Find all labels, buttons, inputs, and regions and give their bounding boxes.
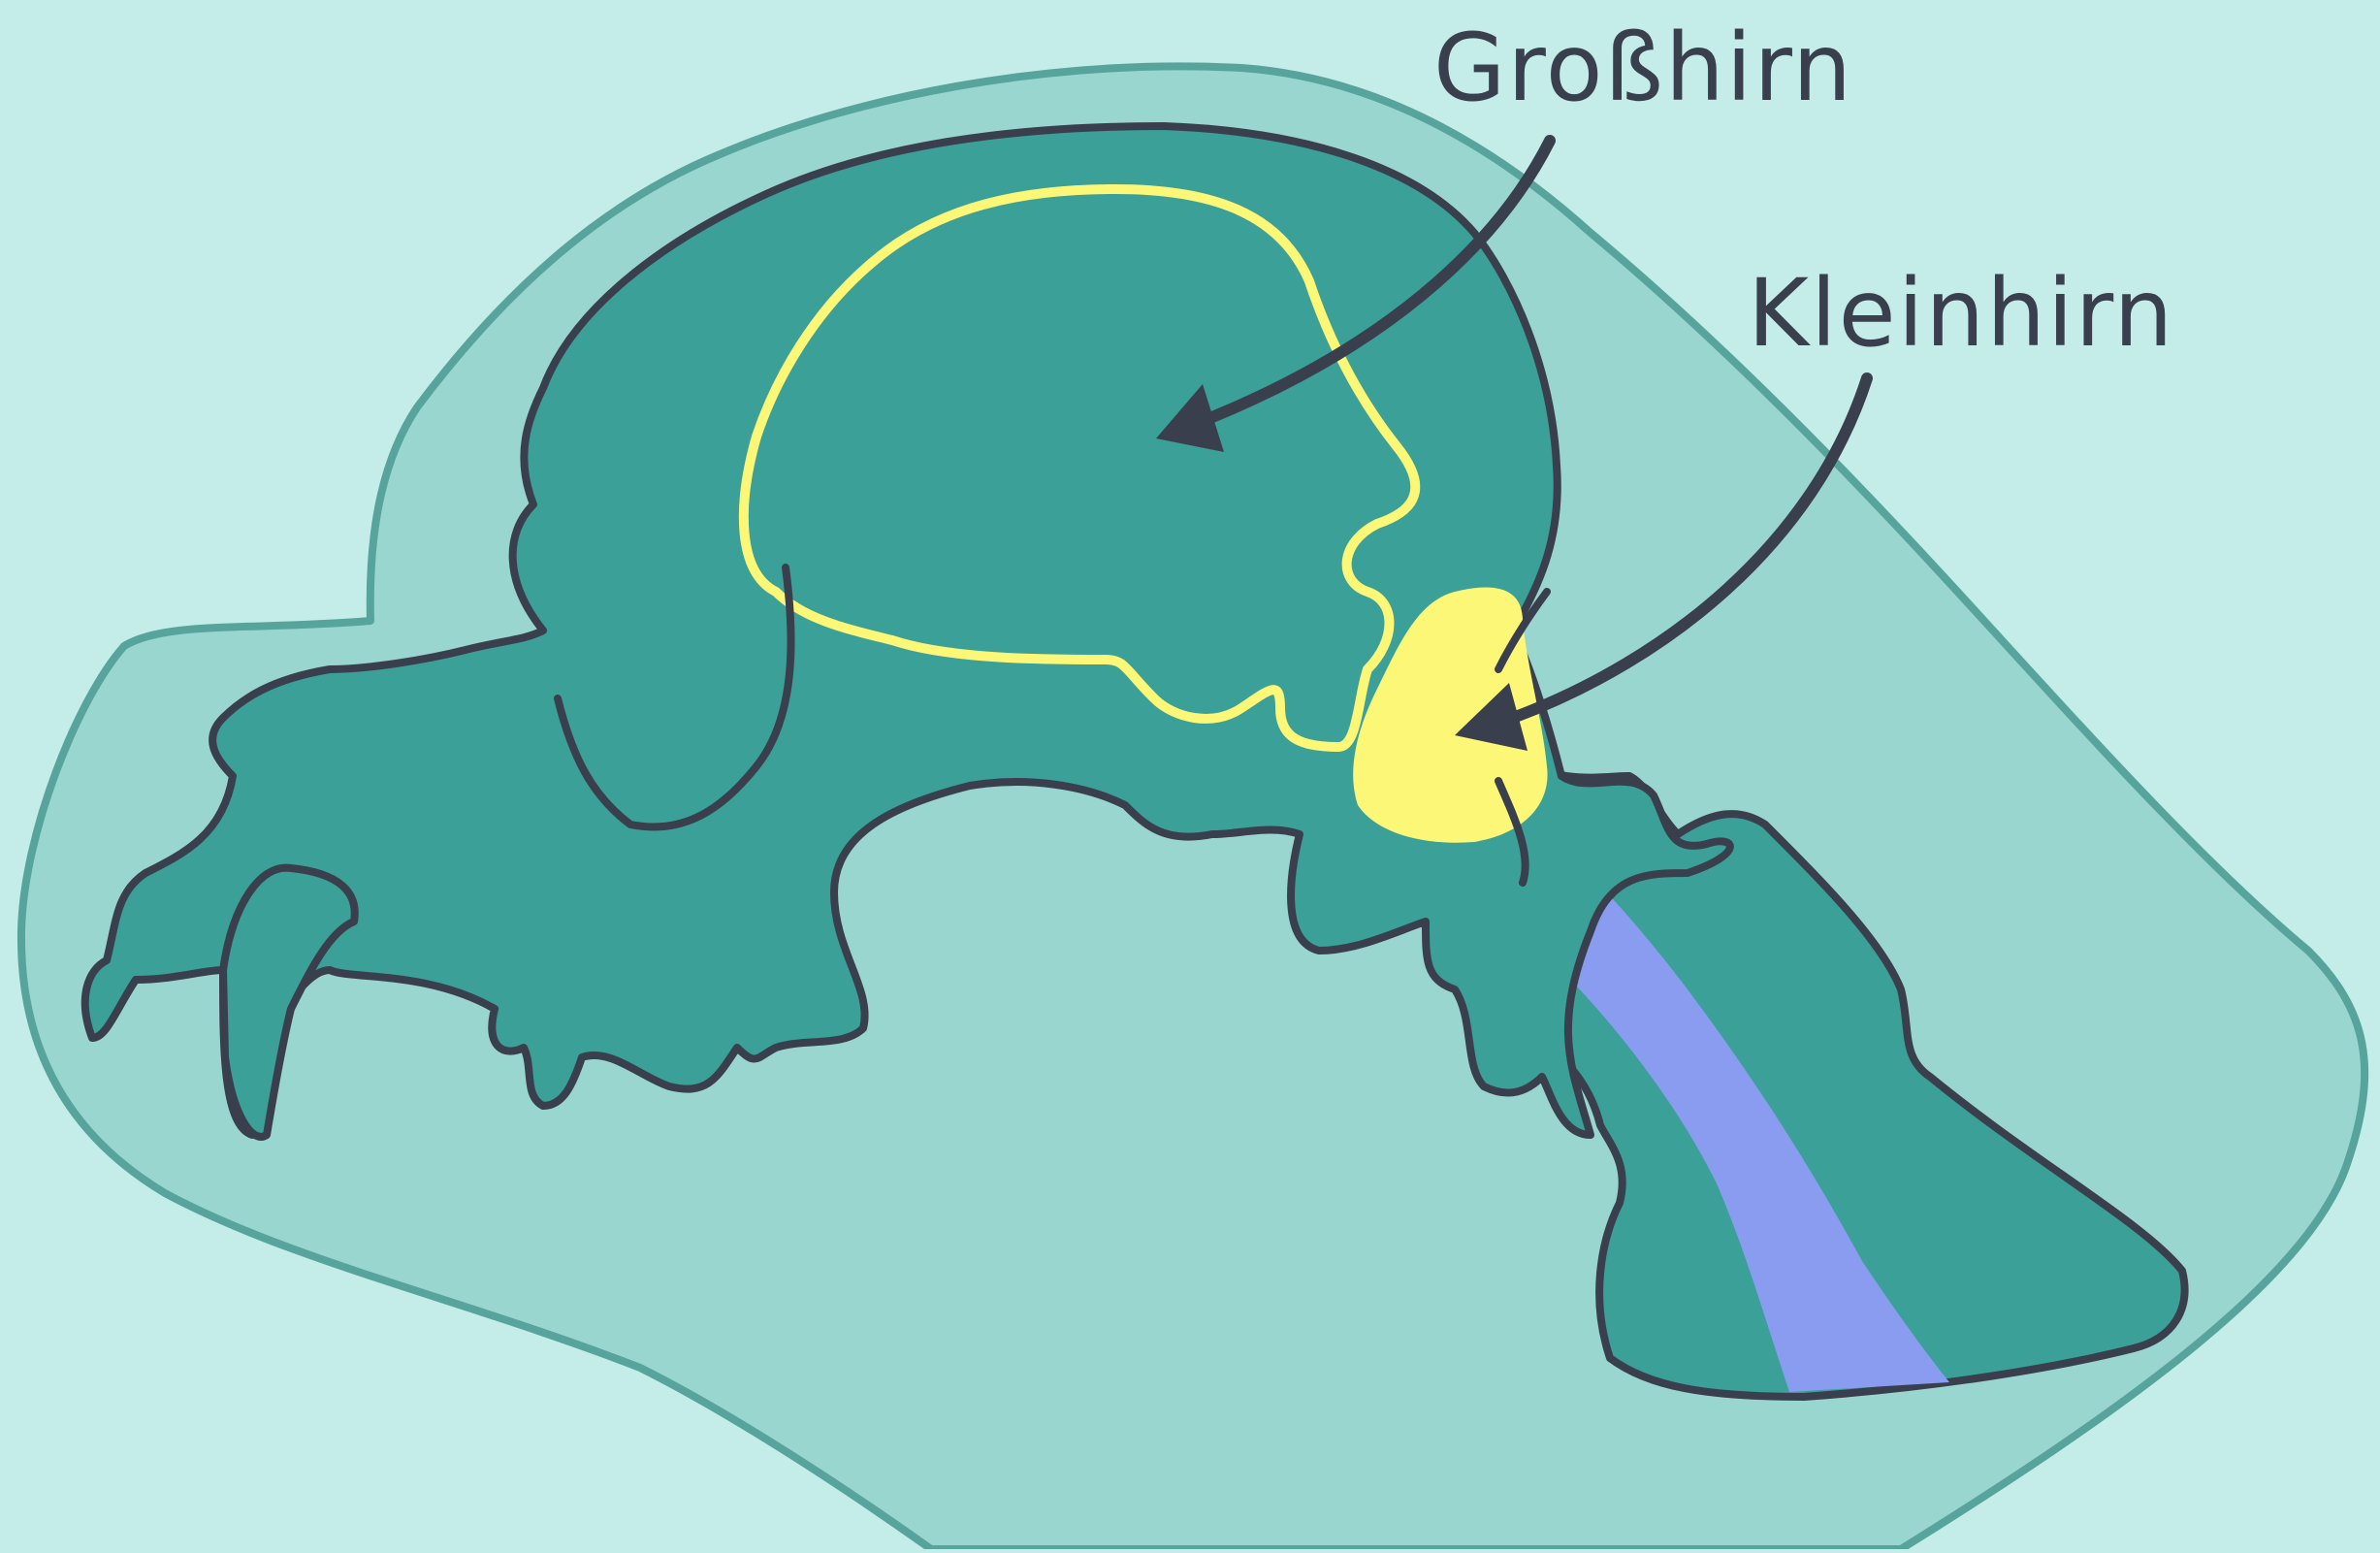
cerebrum-label: Großhirn [1433,21,1853,114]
cerebellum-label: Kleinhirn [1748,267,2174,360]
